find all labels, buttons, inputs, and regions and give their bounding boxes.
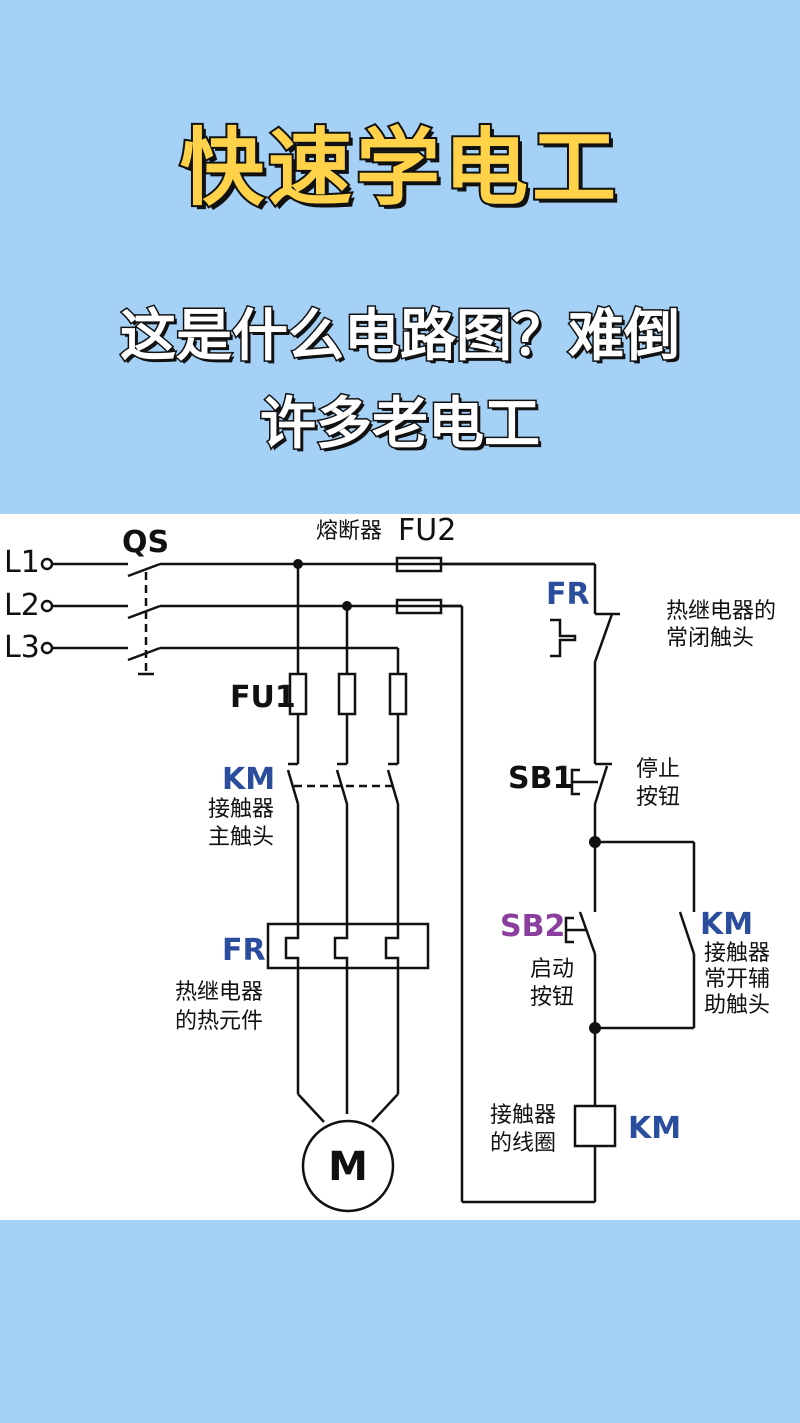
- page-title: 快速学电工: [178, 117, 620, 219]
- km-aux-desc-2: 常开辅: [704, 967, 770, 992]
- header-banner: 快速学电工 这是什么电路图？难倒 许多老电工: [0, 0, 800, 512]
- fr-heater-desc-2: 的热元件: [175, 1009, 263, 1034]
- fu2-cn-label: 熔断器: [316, 519, 382, 544]
- sb2-no-contact: [578, 911, 597, 955]
- fr-contact-desc-2: 常闭触头: [666, 626, 754, 651]
- km-aux-desc-1: 接触器: [704, 941, 770, 966]
- fr-contact-desc-1: 热继电器的: [666, 599, 776, 624]
- sb1-desc-1: 停止: [636, 757, 680, 782]
- fu1-fuse-2: [337, 672, 357, 716]
- km-aux-desc-3: 助触头: [704, 993, 770, 1018]
- km-coil-label: KM: [628, 1111, 681, 1146]
- km-main-contact-1: [286, 769, 300, 805]
- km-main-label: KM: [222, 762, 275, 797]
- terminal-l1: [40, 557, 54, 571]
- terminal-l3: [40, 641, 54, 655]
- fu1-label: FU1: [230, 680, 296, 715]
- sb1-actuator: [570, 768, 598, 796]
- km-coil: [573, 1104, 617, 1148]
- fr-heater-label: FR: [222, 933, 266, 968]
- circuit-diagram-panel: L1 L2 L3 QS 熔断器 FU2 FU1: [0, 514, 800, 1220]
- line-l3-label: L3: [4, 630, 40, 665]
- fr-nc-contact: [593, 613, 614, 663]
- fr-heater-element-1: [284, 932, 300, 966]
- fr-heater-element-2: [333, 932, 349, 966]
- fr-thermal-actuator: [550, 618, 577, 658]
- km-main-desc-2: 主触头: [208, 825, 274, 850]
- sb1-nc-contact: [593, 765, 609, 805]
- fr-heater-desc-1: 热继电器: [175, 980, 263, 1005]
- sb2-actuator: [564, 916, 586, 944]
- km-main-contact-2: [335, 769, 349, 805]
- terminal-l2: [40, 599, 54, 613]
- km-aux-label: KM: [700, 907, 753, 942]
- sb2-desc-1: 启动: [530, 957, 574, 982]
- qs-blade-1: [127, 562, 161, 578]
- fu1-fuse-3: [388, 672, 408, 716]
- junction-lower-aux: [589, 1022, 601, 1034]
- sb2-label: SB2: [500, 909, 565, 944]
- qs-label: QS: [122, 525, 169, 560]
- subtitle-line-1: 这是什么电路图？难倒: [119, 303, 682, 371]
- sb2-desc-2: 按钮: [530, 985, 574, 1010]
- fr-heater-element-3: [384, 932, 400, 966]
- motor-symbol: [301, 1119, 395, 1213]
- km-main-desc-1: 接触器: [208, 797, 274, 822]
- km-coil-desc-1: 接触器: [490, 1103, 556, 1128]
- motor-label: M: [328, 1144, 368, 1190]
- line-l1-label: L1: [4, 545, 40, 580]
- km-coil-desc-2: 的线圈: [490, 1131, 556, 1156]
- sb1-desc-2: 按钮: [636, 785, 680, 810]
- line-l2-label: L2: [4, 588, 40, 623]
- sb1-label: SB1: [508, 761, 573, 796]
- km-aux-no-contact: [678, 911, 696, 955]
- qs-blade-3: [127, 646, 161, 662]
- circuit-diagram: L1 L2 L3 QS 熔断器 FU2 FU1: [4, 514, 776, 1213]
- fr-contact-label: FR: [546, 577, 590, 612]
- fu2-label: FU2: [398, 514, 456, 548]
- subtitle-line-2: 许多老电工: [259, 391, 542, 459]
- footer-background: [0, 1220, 800, 1423]
- qs-blade-2: [127, 604, 161, 620]
